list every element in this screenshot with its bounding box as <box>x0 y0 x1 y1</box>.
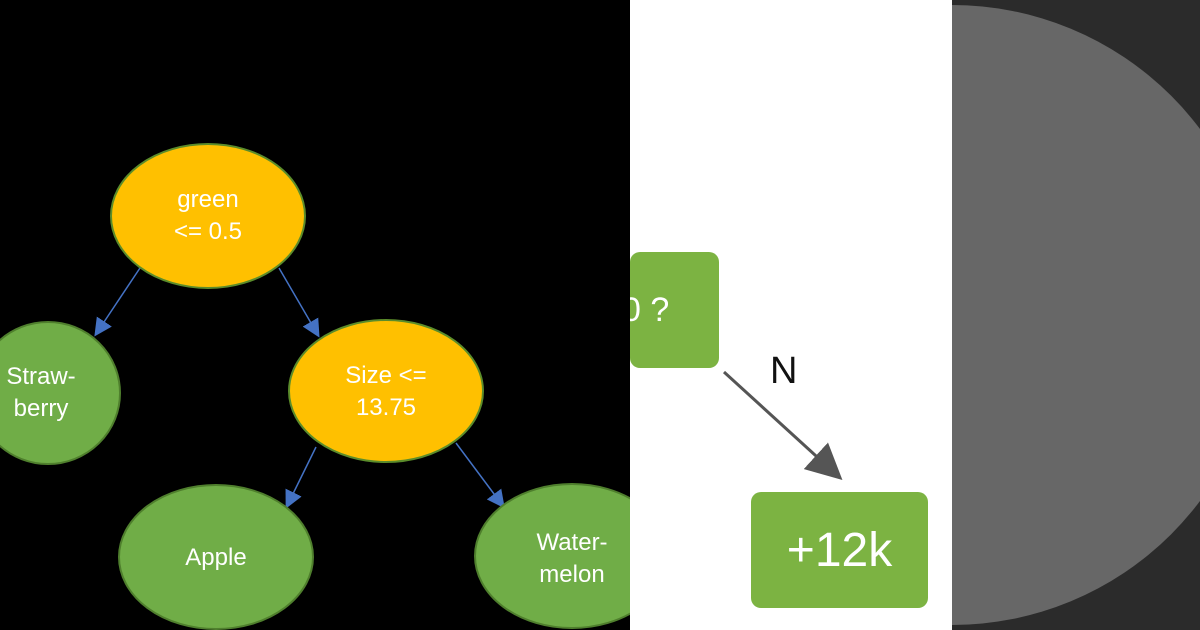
root-decision-node <box>110 143 306 289</box>
gray-circle-graphic <box>952 5 1200 625</box>
split-detail-panel: 0 ? N +12k <box>630 0 952 630</box>
edge-root-to-strawberry <box>94 267 141 337</box>
split-question-text: 0 ? <box>630 290 670 329</box>
split-no-arrow <box>722 370 843 481</box>
strawberry-leaf-node <box>0 321 121 465</box>
edge-root-to-size <box>278 267 320 338</box>
split-leaf-value: +12k <box>786 523 893 577</box>
split-edge-label: N <box>770 350 798 392</box>
split-leaf-box: +12k <box>751 492 928 608</box>
size-decision-node <box>288 319 484 463</box>
apple-leaf-node <box>118 484 314 630</box>
edge-size-to-apple <box>285 446 317 509</box>
split-question-box: 0 ? <box>630 252 719 368</box>
gray-circle-shape <box>952 5 1200 625</box>
watermelon-leaf-node <box>474 483 630 629</box>
decision-tree-diagram <box>0 143 630 630</box>
split-detail-diagram <box>722 370 843 481</box>
right-dark-panel <box>952 0 1200 630</box>
decision-tree-panel: green <= 0.5 Straw- berry Size <= 13.75 … <box>0 143 630 630</box>
edge-size-to-watermelon <box>455 442 505 509</box>
